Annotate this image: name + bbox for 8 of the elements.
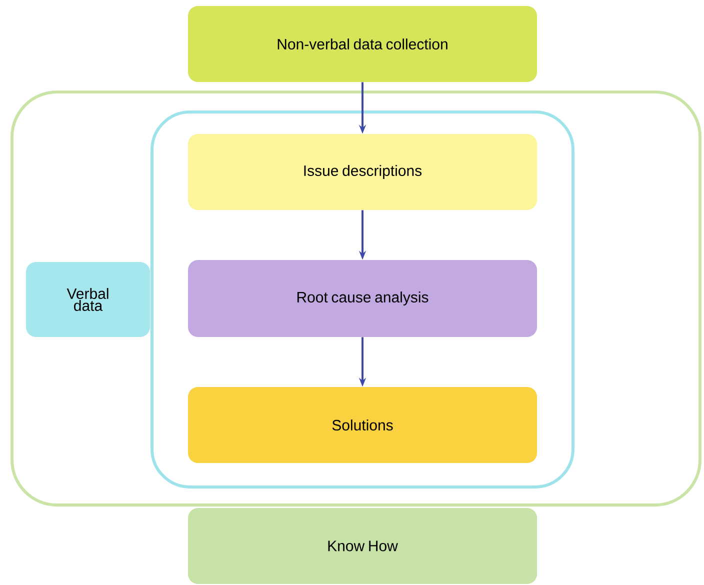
process-box: Root cause analysis [188,260,537,337]
process-box: Know How [188,508,537,584]
group-container [150,110,574,488]
process-box: Verbal data [26,262,150,337]
process-box: Solutions [188,387,537,463]
group-container [10,90,702,506]
process-box: Issue descriptions [188,134,537,210]
process-box: Non-verbal data collection [188,6,537,82]
